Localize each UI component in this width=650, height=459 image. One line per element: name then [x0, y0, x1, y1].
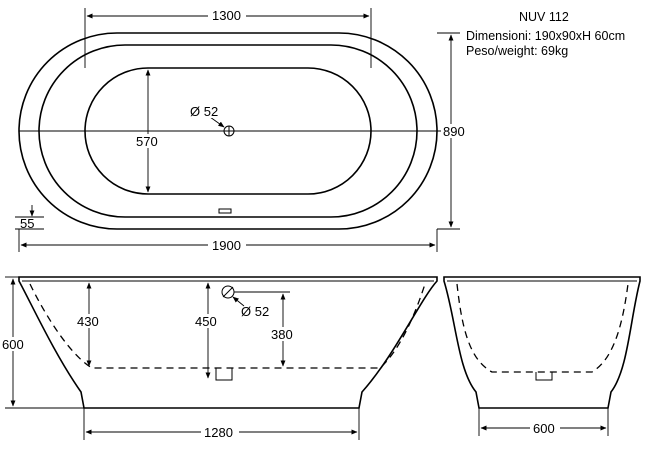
- basin-width-label: 570: [136, 134, 158, 149]
- rim-offset-label: 55: [20, 216, 34, 231]
- base-length-label: 1280: [204, 425, 233, 440]
- top-drain: [223, 125, 235, 137]
- front-view: 600 430 450 380 Ø 52 1280: [1, 276, 438, 440]
- dimensions-text: Dimensioni: 190x90xH 60cm: [466, 29, 625, 43]
- model-name: NUV 112: [519, 10, 569, 24]
- overflow-outlet: [218, 208, 232, 214]
- front-basin-dashed: [29, 283, 426, 369]
- side-view: 600: [443, 276, 641, 436]
- product-info: NUV 112 Dimensioni: 190x90xH 60cm Peso/w…: [466, 10, 625, 58]
- front-drain-diameter-label: Ø 52: [241, 304, 269, 319]
- front-shell-outline: [18, 276, 438, 409]
- side-base-width-label: 600: [533, 421, 555, 436]
- front-bottom-drain: [215, 368, 233, 381]
- total-width-label: 890: [443, 124, 465, 139]
- side-shell-outline: [443, 276, 641, 409]
- depth-center-label: 450: [195, 314, 217, 329]
- depth-left-label: 430: [77, 314, 99, 329]
- top-drain-diameter-label: Ø 52: [190, 104, 218, 119]
- drain-leader-line: [209, 116, 225, 128]
- overflow-leader-line: [232, 296, 245, 307]
- side-bottom-drain: [535, 372, 553, 381]
- side-basin-dashed: [456, 283, 629, 373]
- depth-drain-label: 380: [271, 327, 293, 342]
- front-overflow: [221, 285, 235, 299]
- height-total-label: 600: [2, 337, 24, 352]
- top-view: Ø 52 1300 890 570 55 1900: [15, 8, 467, 253]
- total-length-label: 1900: [212, 238, 241, 253]
- inner-length-label: 1300: [212, 8, 241, 23]
- weight-text: Peso/weight: 69kg: [466, 44, 568, 58]
